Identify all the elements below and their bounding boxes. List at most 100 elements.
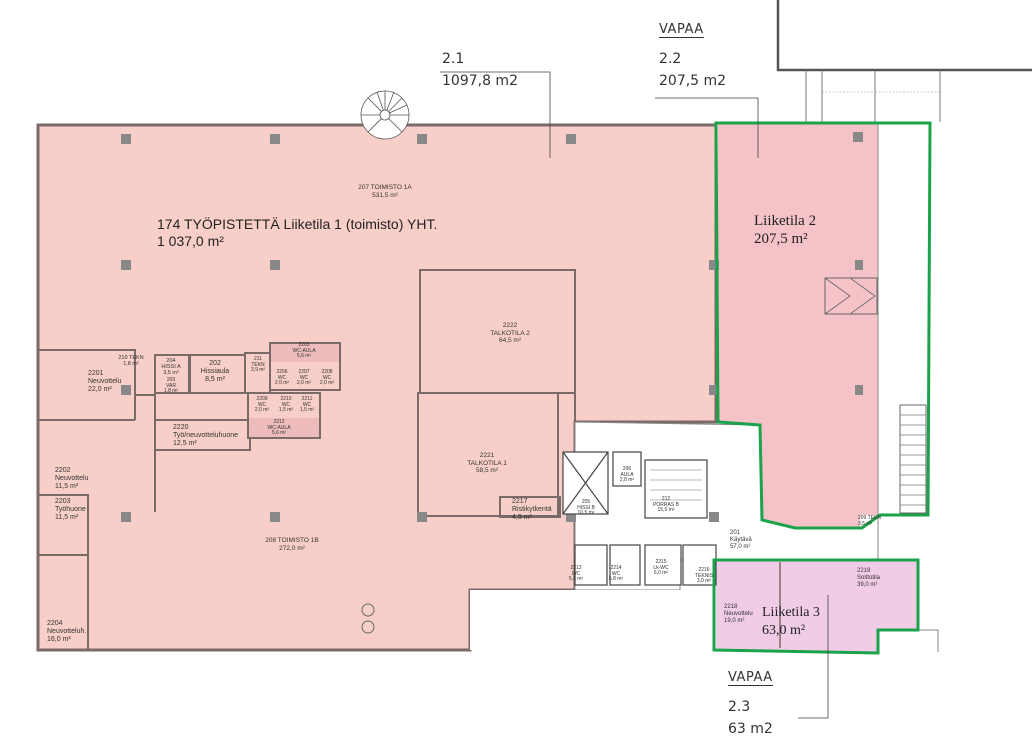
callout-area: 63 m2 (728, 721, 773, 737)
room-name: Neuvottelu (88, 378, 122, 385)
room-id: 2205 (298, 342, 310, 348)
room-name: Työhuone (55, 506, 86, 513)
liiketila-1-label: 174 TYÖPISTETTÄ Liiketila 1 (toimisto) Y… (157, 216, 437, 250)
room-id: 2214 (610, 565, 622, 571)
room-2207: 2207 WC 2,0 m² (294, 369, 314, 387)
status-vapaa-2-3: VAPAA (728, 670, 773, 686)
callout-area: 207,5 m2 (659, 73, 727, 89)
liiketila-2-name: Liiketila 2 (754, 213, 817, 229)
room-area: 3,5 m² (163, 370, 179, 376)
liiketila-3-area: 63,0 m² (762, 623, 806, 638)
room-201: 201 Käytävä 57,0 m² (730, 530, 752, 550)
room-name: 207 TOIMISTO 1A (358, 184, 412, 191)
room-id: 206 (622, 466, 632, 472)
room-area: 8,5 m² (205, 376, 225, 383)
room-area: 39,0 m² (857, 581, 878, 588)
room-212: 212 PORRAS B 15,5 m² (648, 496, 684, 514)
liiketila-2-area: 207,5 m² (754, 231, 808, 247)
room-area: 3,5 m² (858, 520, 873, 527)
room-id: 2206 (276, 369, 288, 375)
room-id: 2218 (724, 604, 738, 610)
room-name: WC-AULA (292, 347, 316, 354)
room-203: 203 VAR 1,8 m² (158, 377, 184, 395)
room-area: 2,0 m² (296, 380, 312, 386)
room-id: 2209 (256, 396, 268, 402)
room-name: WC-AULA (267, 424, 291, 431)
room-name: WC (281, 401, 291, 408)
room-id: 204 (166, 358, 176, 364)
room-name: Lk-WC (653, 564, 669, 571)
room-id: 2215 (655, 559, 667, 565)
room-2213: 2213 WC 5,8 m² (566, 565, 586, 583)
room-id: 205 (581, 499, 591, 505)
room-id: 2222 (502, 322, 518, 329)
room-2204: 2204 Neuvotteluh. 16,0 m² (47, 620, 86, 644)
callout-number: 2.2 (659, 51, 682, 67)
room-name: TALKOTILA 2 (490, 329, 530, 337)
room-2208: 2208 WC 2,0 m² (317, 369, 337, 387)
callout-21-leader (440, 71, 551, 158)
room-2211: 2211 WC 1,5 m² (297, 396, 317, 414)
room-area: 1,8 m² (123, 361, 139, 367)
room-area: 2,0 m² (319, 380, 335, 386)
liiketila-2-boundary (714, 121, 932, 530)
room-name: WC (302, 401, 312, 408)
room-name: Neuvottelu (724, 610, 753, 617)
room-area: 10,5 m² (577, 510, 595, 516)
room-2221: 2221 TALKOTILA 1 58,5 m² (462, 452, 512, 475)
room-206: 206 AULA 2,8 m² (615, 466, 639, 484)
room-area: 1,5 m² (278, 407, 294, 413)
liiketila-2-label: Liiketila 2 207,5 m² (754, 212, 816, 248)
room-211: 211 TEKN 3,9 m² (246, 356, 270, 374)
room-area: 2,8 m² (619, 477, 635, 483)
room-area: 19,0 m² (724, 617, 745, 624)
room-207: 207 TOIMISTO 1A 531,5 m² (355, 184, 415, 199)
room-area: 2,0 m² (274, 380, 290, 386)
liiketila-1-area: 1 037,0 m² (157, 233, 224, 249)
room-id: 2212 (273, 419, 285, 425)
liiketila-2-area (718, 123, 878, 528)
room-name: Neuvottelu (55, 475, 89, 482)
room-id: 2201 (88, 370, 104, 377)
room-id: 2211 (301, 396, 313, 402)
room-name: WC (322, 374, 332, 381)
room-area: 64,5 m² (498, 337, 522, 344)
callout-number: 2.3 (728, 699, 751, 715)
room-id: 2210 (280, 396, 292, 402)
callout-2-2: 2.2 207,5 m2 (659, 48, 726, 92)
room-name: Käytävä (730, 536, 752, 543)
room-name: Hissiaula (200, 368, 230, 375)
room-204: 204 HISSI A 3,5 m² (156, 358, 186, 376)
room-name: WC (611, 570, 621, 577)
room-area: 3,9 m² (250, 367, 266, 373)
room-name: HISSI B (577, 504, 595, 511)
room-area: 1,5 m² (299, 407, 315, 413)
room-id: 2216 (698, 567, 710, 573)
room-id: 2221 (479, 452, 495, 459)
room-2216: 2216 TEKNIS 3,0 m² (692, 567, 716, 585)
callout-number: 2.1 (442, 51, 465, 67)
room-area: 6,0 m² (653, 570, 669, 576)
liiketila-3-name: Liiketila 3 (762, 605, 820, 620)
callout-2-3: 2.3 63 m2 (728, 696, 773, 740)
room-2217: 2217 Ristikytkentä 4,5 m² (512, 498, 552, 522)
room-2202: 2202 Neuvottelu 11,5 m² (55, 467, 88, 491)
room-2203: 2203 Työhuone 11,5 m² (55, 498, 86, 522)
room-area: 5,8 m² (568, 576, 584, 582)
room-id: 2207 (298, 369, 310, 375)
room-area: 1,8 m² (163, 388, 179, 394)
room-2210: 2210 WC 1,5 m² (276, 396, 296, 414)
callout-2-1: 2.1 1097,8 m2 (442, 48, 518, 92)
room-name: HISSI A (161, 364, 181, 370)
room-id: 2202 (55, 467, 71, 474)
room-210: 210 TEKN 1,8 m² (116, 355, 146, 367)
liiketila-1-title: 174 TYÖPISTETTÄ Liiketila 1 (toimisto) Y… (157, 216, 438, 232)
room-area: 15,5 m² (657, 507, 675, 513)
room-id: 2203 (55, 498, 71, 505)
room-name: TEKN (251, 361, 265, 368)
room-208: 208 TOIMISTO 1B 272,0 m² (262, 537, 322, 552)
room-name: WC (299, 374, 309, 381)
room-name: WC (571, 570, 581, 577)
room-area: 5,6 m² (271, 430, 287, 436)
liiketila-3-boundary (712, 558, 920, 655)
